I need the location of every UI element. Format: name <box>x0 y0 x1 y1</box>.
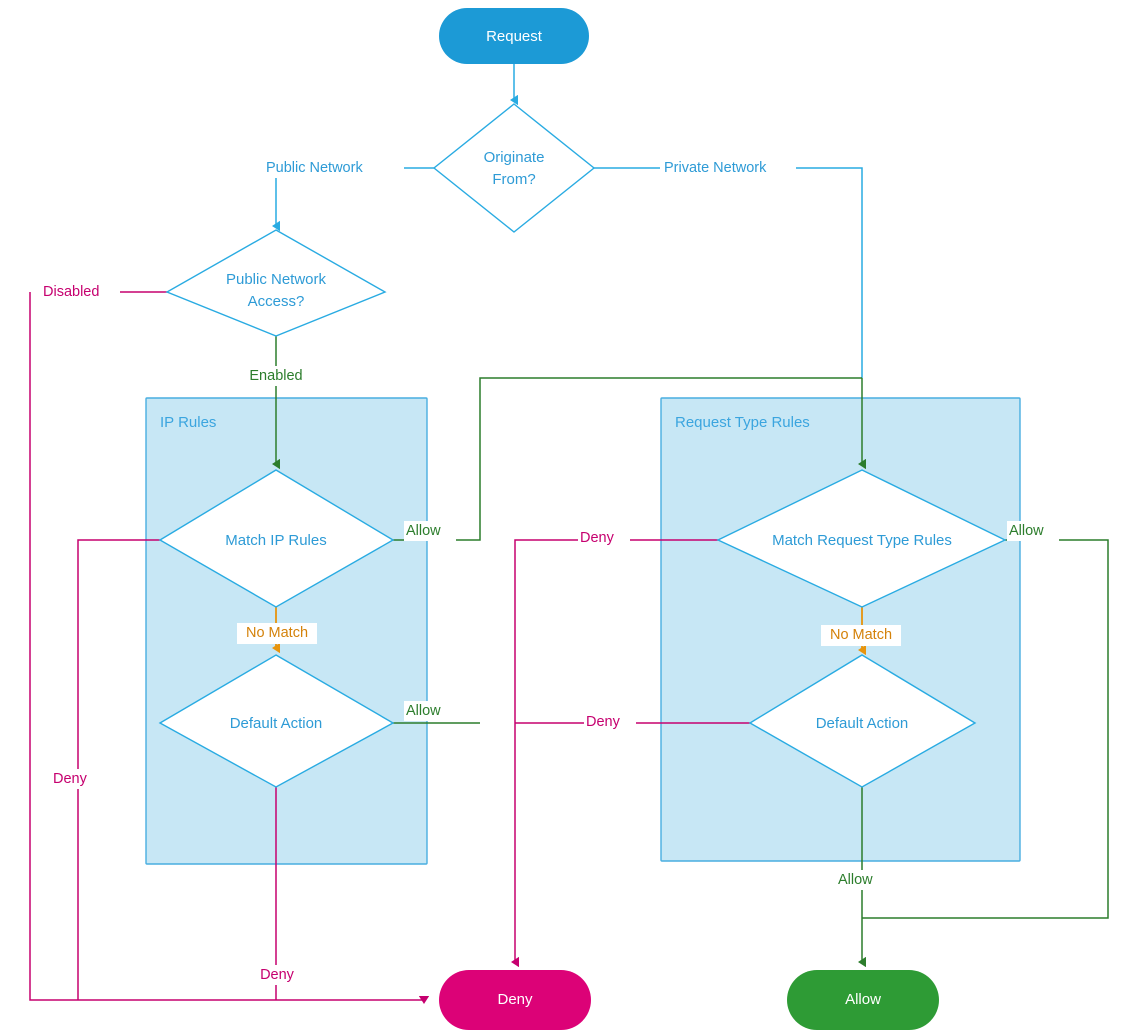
edge-label-public-network: Public Network <box>264 158 404 178</box>
edge-label-allow-default-right: Allow <box>836 870 888 890</box>
edge-label-deny-default-right-bg <box>584 712 636 732</box>
edge-label-public-network-text: Public Network <box>266 160 363 176</box>
edge-label-no-match-left-bg <box>237 623 317 644</box>
node-default-action-left[interactable]: Default Action <box>158 654 395 788</box>
node-deny-shape[interactable] <box>439 970 591 1030</box>
node-request-shape[interactable] <box>439 8 589 64</box>
edge-label-deny-match-request-type-bg <box>578 528 630 548</box>
edge-label-allow-default-left: Allow <box>404 701 456 721</box>
node-default-action-left-shape[interactable] <box>158 654 395 788</box>
node-originate-from[interactable]: Originate From? <box>432 103 596 233</box>
edge-label-no-match-left: No Match <box>237 623 317 644</box>
node-deny[interactable]: Deny <box>439 970 591 1030</box>
node-default-action-right-shape[interactable] <box>748 654 977 788</box>
edge-label-allow-default-right-bg <box>836 870 888 890</box>
edge-label-enabled-bg <box>243 366 310 386</box>
edge-label-allow-default-right-text: Allow <box>838 872 873 888</box>
node-match-ip-rules-shape[interactable] <box>158 469 395 608</box>
node-default-action-right[interactable]: Default Action <box>748 654 977 788</box>
edge-label-deny-default-left-text: Deny <box>260 967 295 983</box>
edge-label-allow-match-request-type: Allow <box>1007 521 1059 541</box>
edge-label-no-match-right-text: No Match <box>830 627 892 643</box>
edge-label-no-match-right-bg <box>821 625 901 646</box>
edge-label-no-match-left-text: No Match <box>246 625 308 641</box>
edge-label-deny-match-request-type-text: Deny <box>580 530 615 546</box>
edge-label-allow-match-ip-bg <box>404 521 456 541</box>
edge-match-request-deny <box>514 539 718 950</box>
edge-label-deny-default-right-text: Deny <box>586 714 621 730</box>
node-originate-from-shape[interactable] <box>432 103 596 233</box>
edge-label-deny-default-left-bg <box>251 965 303 985</box>
edge-label-public-network-bg <box>264 158 404 178</box>
node-match-request-type-rules-label: Match Request Type Rules <box>772 532 952 549</box>
edge-label-enabled-text: Enabled <box>249 368 302 384</box>
edge-label-deny-match-ip-text: Deny <box>53 771 88 787</box>
edge-label-private-network-bg <box>662 158 796 178</box>
edge-label-allow-match-ip: Allow <box>404 521 456 541</box>
node-public-network-access-label-line2: Access? <box>248 293 305 310</box>
edge-label-allow-match-request-type-bg <box>1007 521 1059 541</box>
edge-label-private-network-text: Private Network <box>664 160 767 176</box>
edge-label-no-match-right: No Match <box>821 625 901 646</box>
node-originate-from-label-line2: From? <box>492 171 535 188</box>
node-public-network-access-label-line1: Public Network <box>226 271 327 288</box>
node-public-network-access[interactable]: Public Network Access? <box>165 229 387 337</box>
edge-label-enabled: Enabled <box>243 366 310 386</box>
edge-label-private-network: Private Network <box>662 158 796 178</box>
node-allow-label: Allow <box>845 991 881 1008</box>
edge-match-ip-deny <box>77 539 160 1000</box>
node-default-action-left-label: Default Action <box>230 715 323 732</box>
node-request-label: Request <box>486 28 543 45</box>
edge-label-disabled: Disabled <box>41 282 115 302</box>
node-match-request-type-rules[interactable]: Match Request Type Rules <box>716 469 1007 608</box>
edge-label-disabled-bg <box>41 282 115 302</box>
node-deny-label: Deny <box>497 991 533 1008</box>
edge-pna-disabled-b <box>29 292 424 1000</box>
edge-label-allow-default-left-bg <box>404 701 456 721</box>
node-allow[interactable]: Allow <box>787 970 939 1030</box>
edge-label-deny-match-ip-bg <box>51 769 101 789</box>
node-match-request-type-rules-shape[interactable] <box>716 469 1007 608</box>
node-match-ip-rules-label: Match IP Rules <box>225 532 326 549</box>
node-match-ip-rules[interactable]: Match IP Rules <box>158 469 395 608</box>
edge-label-disabled-text: Disabled <box>43 284 99 300</box>
edge-label-allow-match-request-type-text: Allow <box>1009 523 1044 539</box>
group-request-type-rules-title: Request Type Rules <box>675 414 810 431</box>
edge-label-allow-match-ip-text: Allow <box>406 523 441 539</box>
node-default-action-right-label: Default Action <box>816 715 909 732</box>
edge-label-allow-default-left-text: Allow <box>406 703 441 719</box>
edge-label-deny-match-request-type: Deny <box>578 528 630 548</box>
edge-originate-right-b <box>794 167 863 378</box>
node-allow-shape[interactable] <box>787 970 939 1030</box>
node-public-network-access-shape[interactable] <box>165 229 387 337</box>
edge-label-deny-match-ip: Deny <box>51 769 101 789</box>
edge-label-deny-default-right: Deny <box>584 712 636 732</box>
group-ip-rules-title: IP Rules <box>160 414 216 431</box>
edge-label-deny-default-left: Deny <box>251 965 303 985</box>
node-originate-from-label-line1: Originate <box>484 149 545 166</box>
node-request[interactable]: Request <box>439 8 589 64</box>
